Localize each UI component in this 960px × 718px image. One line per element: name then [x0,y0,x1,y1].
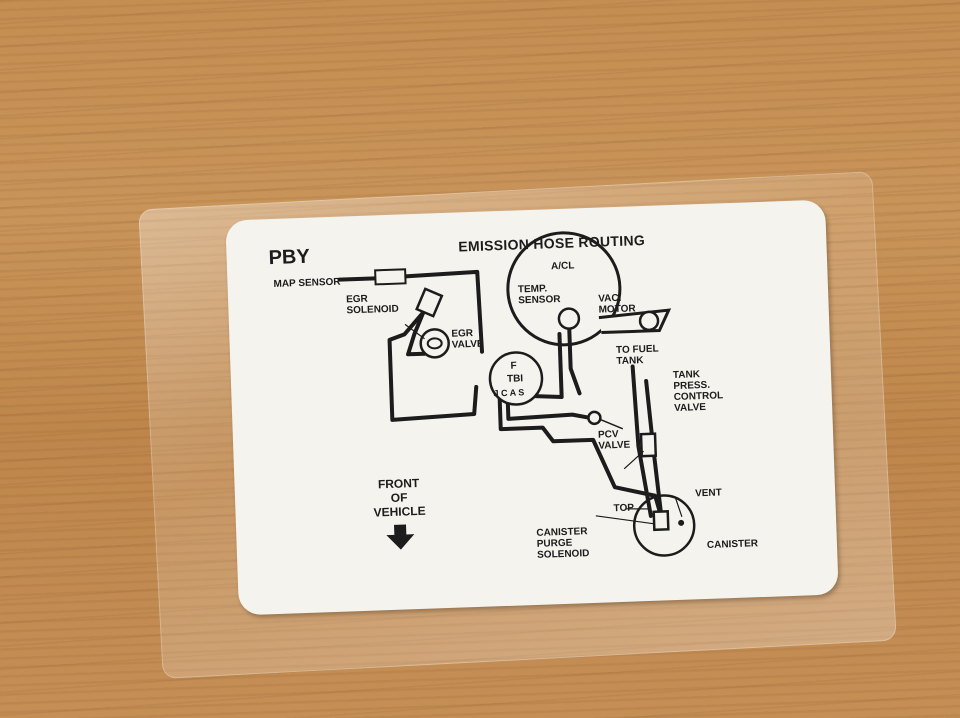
egr-hose [387,306,479,422]
fuel-tank-line [630,364,653,518]
map-sensor-hose [337,269,485,354]
map-sensor-icon [374,268,407,286]
vac-hose [567,324,582,396]
down-arrow-icon [386,524,415,550]
tbi-icon [488,351,544,406]
front-of-vehicle-label: FRONT OF VEHICLE [373,475,426,520]
sticker-code: PBY [268,245,311,270]
tbi-f-label: F [510,360,517,372]
vent-icon [678,519,685,526]
temp-sensor-icon [557,307,581,330]
egr-solenoid-label: EGR SOLENOID [345,293,399,317]
hose-routing-diagram [337,231,696,557]
egr-valve-icon [419,328,450,359]
pcv-valve-label: PCV VALVE [597,428,631,452]
tank-press-control-valve-label: TANK PRESS. CONTROL VALVE [672,369,724,415]
tbi-ports-label: J C A S [493,387,525,399]
canister-icon [632,494,696,557]
temp-sensor-label: TEMP. SENSOR [517,283,561,307]
pcv-valve-icon [587,410,602,426]
tank-press-control-valve-icon [639,432,658,458]
to-fuel-tank-label: TO FUEL TANK [615,343,659,368]
canister-label: CANISTER [706,538,759,551]
canister-purge-solenoid-icon [652,510,670,532]
egr-solenoid-icon [415,287,444,318]
air-cleaner-icon [506,231,622,347]
egr-solenoid-hose [406,309,428,357]
pcv-hose [505,396,593,421]
vac-motor-icon [638,310,660,332]
tbi-label: TBI [506,373,524,385]
map-sensor-label: MAP SENSOR [273,276,341,290]
canister-purge-solenoid-label: CANISTER PURGE SOLENOID [536,526,590,561]
egr-valve-label: EGR VALVE [451,328,484,351]
emission-sticker: PBY EMISSION HOSE ROUTING MAP SENSOR EGR… [225,199,839,616]
air-cleaner-label: A/CL [550,260,575,273]
vent-label: VENT [694,487,722,500]
top-label: TOP [613,502,635,515]
vac-motor-label: VAC. MOTOR [598,292,636,316]
